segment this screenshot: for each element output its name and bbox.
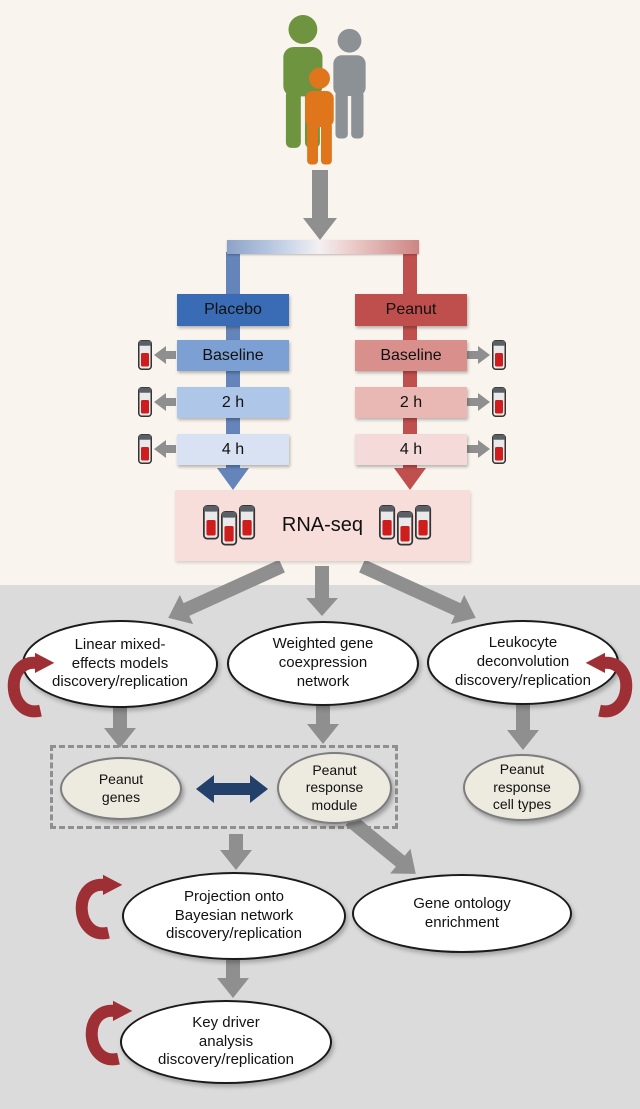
bayesian-ellipse: Projection onto Bayesian network discove… bbox=[122, 872, 346, 960]
peanut-4h-label: 4 h bbox=[399, 440, 423, 458]
peanut-response-cell-types-label: Peanut response cell types bbox=[492, 761, 552, 813]
leukocyte-label: Leukocyte deconvolution discovery/replic… bbox=[455, 634, 591, 689]
wgcna-label: Weighted gene coexpression network bbox=[272, 635, 374, 690]
peanut-baseline-label: Baseline bbox=[380, 346, 442, 364]
rnaseq-box: RNA-seq bbox=[175, 490, 470, 561]
key-driver-ellipse: Key driver analysis discovery/replicatio… bbox=[120, 1000, 332, 1084]
placebo-4h-label: 4 h bbox=[221, 440, 245, 458]
peanut-genes-ellipse: Peanut genes bbox=[60, 757, 182, 820]
gene-ontology-label: Gene ontology enrichment bbox=[413, 894, 511, 931]
placebo-baseline-box: Baseline bbox=[177, 340, 289, 371]
peanut-arm-header: Peanut bbox=[355, 294, 467, 326]
lme-label: Linear mixed- effects models discovery/r… bbox=[52, 635, 188, 691]
placebo-4h-box: 4 h bbox=[177, 434, 289, 465]
peanut-2h-box: 2 h bbox=[355, 387, 467, 418]
peanut-baseline-box: Baseline bbox=[355, 340, 467, 371]
placebo-baseline-label: Baseline bbox=[202, 346, 264, 364]
leukocyte-ellipse: Leukocyte deconvolution discovery/replic… bbox=[427, 620, 619, 705]
peanut-arm-label: Peanut bbox=[385, 301, 437, 318]
wgcna-ellipse: Weighted gene coexpression network bbox=[227, 621, 419, 706]
bayesian-label: Projection onto Bayesian network discove… bbox=[166, 887, 302, 943]
placebo-2h-label: 2 h bbox=[221, 393, 245, 411]
peanut-response-module-label: Peanut response module bbox=[305, 761, 364, 813]
gene-ontology-ellipse: Gene ontology enrichment bbox=[352, 874, 572, 953]
peanut-response-module-ellipse: Peanut response module bbox=[277, 752, 392, 824]
placebo-arm-header: Placebo bbox=[177, 294, 289, 326]
treatment-gradient-bar bbox=[227, 240, 419, 254]
peanut-genes-label: Peanut genes bbox=[98, 771, 144, 805]
placebo-2h-box: 2 h bbox=[177, 387, 289, 418]
peanut-2h-label: 2 h bbox=[399, 393, 423, 411]
rnaseq-label: RNA-seq bbox=[281, 514, 364, 536]
lme-ellipse: Linear mixed- effects models discovery/r… bbox=[22, 620, 218, 708]
dashed-module-box bbox=[50, 745, 398, 829]
placebo-arm-label: Placebo bbox=[204, 301, 262, 318]
peanut-4h-box: 4 h bbox=[355, 434, 467, 465]
peanut-response-cell-types-ellipse: Peanut response cell types bbox=[463, 754, 581, 821]
key-driver-label: Key driver analysis discovery/replicatio… bbox=[158, 1013, 294, 1069]
